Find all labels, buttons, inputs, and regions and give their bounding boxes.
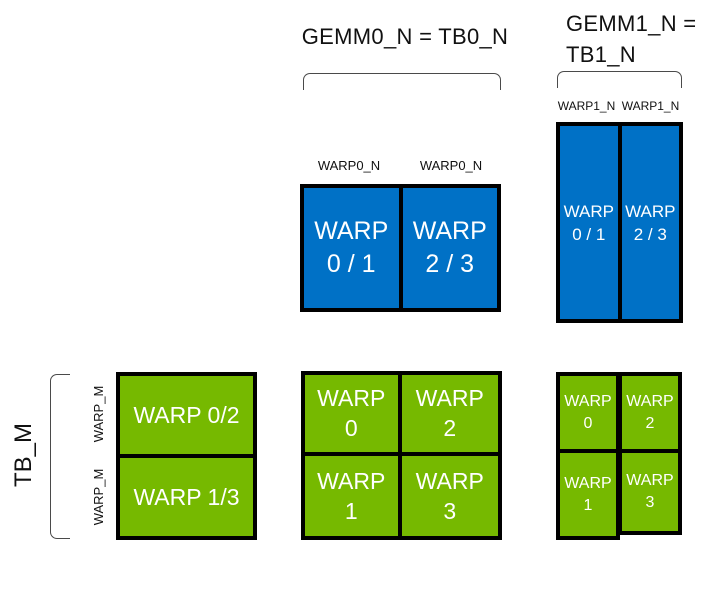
gemm1-n-bracket	[557, 71, 682, 88]
green-mid-warp-grid: WARP 0 WARP 2 WARP 1 WARP 3	[301, 371, 502, 540]
warp-cell-label: WARP	[564, 474, 612, 492]
warp-cell-label: WARP	[563, 201, 614, 221]
warp0-n-label-left: WARP0_N	[317, 158, 381, 173]
warp-cell: WARP 1	[560, 453, 616, 536]
gemm1-title: GEMM1_N = TB1_N	[566, 8, 706, 70]
gemm1-title-line2: TB1_N	[566, 42, 636, 67]
warp0-n-label-right: WARP0_N	[419, 158, 483, 173]
warp-cell-ids: 3	[645, 494, 655, 511]
gemm1-title-line1: GEMM1_N =	[566, 11, 697, 36]
warp-cell: WARP 2 / 3	[621, 126, 679, 319]
warp-cell-label: WARP	[415, 467, 484, 494]
warp-cell: WARP 2	[622, 376, 678, 453]
warp-cell: WARP 0 / 1	[304, 188, 403, 308]
warp-cell-ids: 1	[583, 496, 593, 514]
warp-cell-ids: 0 / 1	[572, 224, 606, 244]
warp-cell-ids: 3	[443, 497, 457, 524]
warp-cell-label: WARP	[317, 467, 386, 494]
warp-cell: WARP 1	[305, 455, 402, 536]
blue-wide-warp-group: WARP 0 / 1 WARP 2 / 3	[300, 184, 501, 312]
green-left-warp-group: WARP 0/2 WARP 1/3	[116, 372, 257, 540]
warp-cell-label: WARP	[625, 201, 676, 221]
blue-tall-warp-group: WARP 0 / 1 WARP 2 / 3	[556, 122, 683, 323]
warp-cell: WARP 1/3	[120, 458, 253, 536]
warp-cell-ids: 0 / 1	[326, 250, 376, 278]
warp-cell: WARP 0/2	[120, 376, 253, 458]
warp-cell: WARP 3	[401, 455, 498, 536]
warp-cell-label: WARP	[564, 392, 612, 410]
warp1-n-label-right: WARP1_N	[621, 99, 680, 113]
warp-cell-label: WARP	[626, 392, 674, 410]
warp-cell-ids: 2	[443, 415, 457, 442]
warp-cell-ids: 2	[645, 414, 655, 432]
warp-cell-ids: 2 / 3	[425, 250, 475, 278]
tb-m-bracket	[50, 374, 70, 539]
green-right-warp-grid: WARP 0 WARP 1 WARP 2 WARP 3	[556, 372, 683, 540]
warp-cell: WARP 2	[401, 375, 498, 456]
warp-cell-ids: 0	[583, 414, 593, 432]
warp-cell: WARP 0	[560, 376, 616, 453]
warp-cell-label: WARP	[412, 217, 487, 245]
warp-m-label-bottom: WARP_M	[91, 468, 106, 526]
warp-cell-ids: 2 / 3	[633, 224, 667, 244]
warp-cell: WARP 0	[305, 375, 402, 456]
warp-cell-label: WARP	[626, 472, 674, 489]
warp-cell-label: WARP	[317, 385, 386, 412]
warp-cell-label: WARP 1/3	[133, 483, 240, 510]
warp-cell-ids: 1	[344, 497, 358, 524]
green-right-col-right: WARP 2 WARP 3	[618, 372, 682, 535]
warp-cell-label: WARP 0/2	[133, 401, 240, 428]
warp-cell: WARP 3	[622, 453, 678, 531]
tb-m-label: TB_M	[10, 423, 37, 488]
gemm0-n-bracket	[303, 73, 501, 90]
warp-cell: WARP 0 / 1	[560, 126, 622, 319]
warp-m-label-top: WARP_M	[91, 385, 106, 443]
warp-cell-ids: 0	[344, 415, 358, 442]
warp-cell-label: WARP	[415, 385, 484, 412]
warp-cell: WARP 2 / 3	[402, 188, 497, 308]
warp-cell-label: WARP	[314, 217, 389, 245]
gemm0-title: GEMM0_N = TB0_N	[301, 24, 509, 49]
green-right-col-left: WARP 0 WARP 1	[556, 372, 620, 540]
warp1-n-label-left: WARP1_N	[557, 99, 616, 113]
